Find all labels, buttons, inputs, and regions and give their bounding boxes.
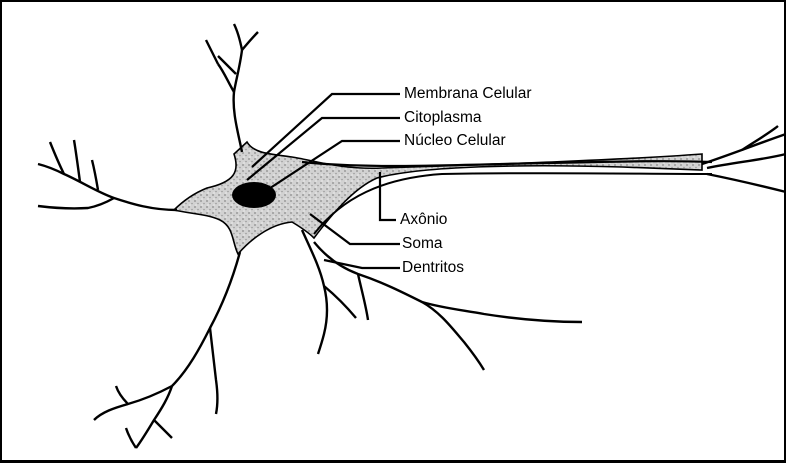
label-dentritos: Dentritos: [402, 260, 464, 276]
label-soma: Soma: [402, 236, 443, 252]
label-citoplasma: Citoplasma: [404, 110, 482, 126]
leader-axonio: [380, 172, 396, 220]
dendrite-top: [206, 24, 258, 152]
dendrite-bottom-left: [94, 252, 240, 448]
dendrite-left: [38, 140, 177, 210]
label-axonio: Axônio: [400, 212, 447, 228]
nucleus: [232, 182, 276, 208]
axon-lower: [314, 173, 712, 234]
label-nucleo-celular: Núcleo Celular: [404, 133, 506, 149]
label-membrana-celular: Membrana Celular: [404, 86, 532, 102]
axon-terminals: [702, 126, 786, 192]
